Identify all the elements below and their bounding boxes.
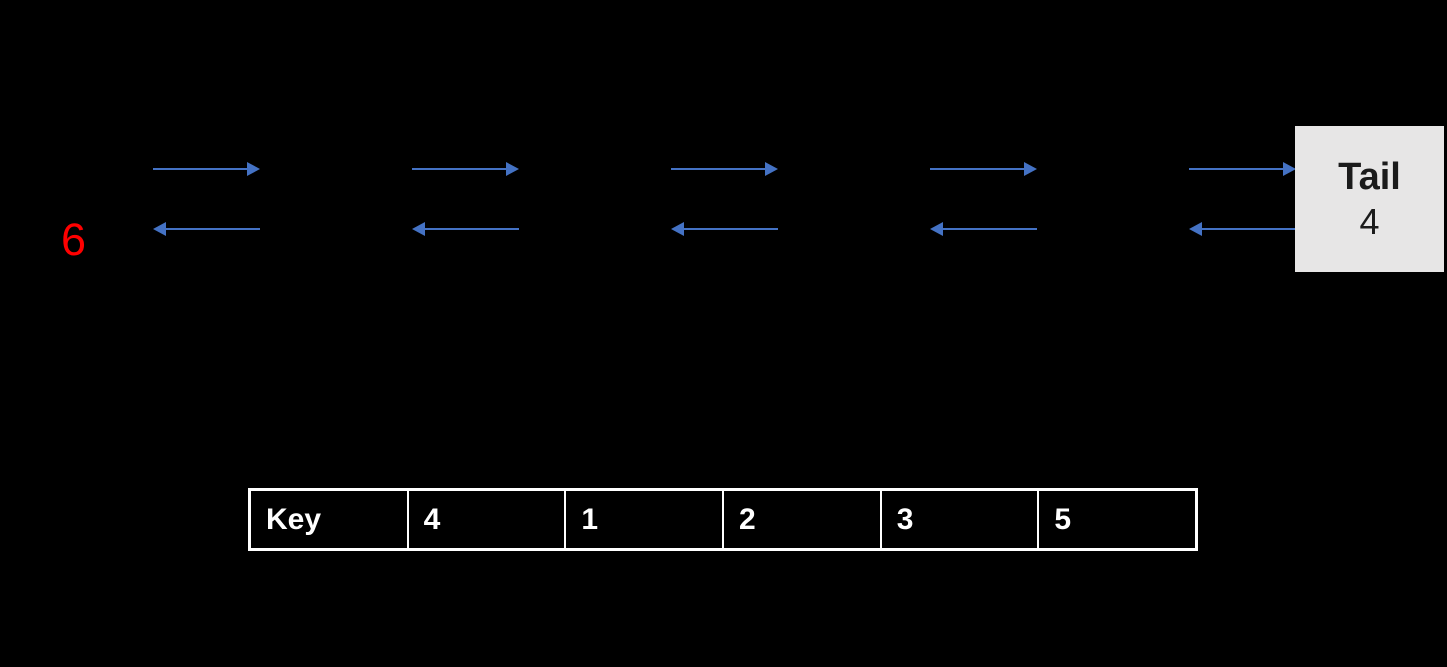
arrow-shaft [942, 228, 1037, 230]
next-pointer-arrow-icon [412, 162, 519, 176]
prev-pointer-arrow-icon [412, 222, 519, 236]
arrowhead-left-icon [153, 222, 166, 236]
arrowhead-right-icon [247, 162, 260, 176]
tail-label: Tail [1338, 155, 1401, 198]
link-arrows-pair-4 [930, 162, 1037, 238]
tail-value: 4 [1359, 201, 1380, 243]
link-arrows-pair-2 [412, 162, 519, 238]
arrow-shaft [671, 168, 766, 170]
next-pointer-arrow-icon [1189, 162, 1296, 176]
prev-pointer-arrow-icon [671, 222, 778, 236]
prev-pointer-arrow-icon [153, 222, 260, 236]
next-pointer-arrow-icon [671, 162, 778, 176]
link-arrows-pair-1 [153, 162, 260, 238]
next-pointer-arrow-icon [153, 162, 260, 176]
arrow-shaft [165, 228, 260, 230]
arrowhead-right-icon [506, 162, 519, 176]
key-table-cell: 5 [1037, 491, 1195, 548]
tail-box: Tail 4 [1295, 126, 1444, 272]
arrowhead-left-icon [671, 222, 684, 236]
arrowhead-left-icon [1189, 222, 1202, 236]
arrow-shaft [153, 168, 248, 170]
arrowhead-left-icon [930, 222, 943, 236]
link-arrows-pair-5 [1189, 162, 1296, 238]
key-table: Key 4 1 2 3 5 [248, 488, 1198, 551]
arrowhead-right-icon [1024, 162, 1037, 176]
arrow-shaft [930, 168, 1025, 170]
arrowhead-right-icon [1283, 162, 1296, 176]
prev-pointer-arrow-icon [1189, 222, 1296, 236]
arrow-shaft [683, 228, 778, 230]
key-table-cell: 3 [879, 491, 1038, 548]
arrowhead-right-icon [765, 162, 778, 176]
link-arrows-pair-3 [671, 162, 778, 238]
key-table-cell: 4 [406, 491, 565, 548]
next-pointer-arrow-icon [930, 162, 1037, 176]
red-number-label: 6 [61, 214, 87, 265]
arrow-shaft [1201, 228, 1296, 230]
key-table-cell: 2 [722, 491, 880, 548]
key-table-cell: 1 [564, 491, 722, 548]
arrow-shaft [412, 168, 507, 170]
arrow-shaft [1189, 168, 1284, 170]
key-table-header-cell: Key [266, 502, 322, 536]
arrow-shaft [424, 228, 519, 230]
prev-pointer-arrow-icon [930, 222, 1037, 236]
arrowhead-left-icon [412, 222, 425, 236]
